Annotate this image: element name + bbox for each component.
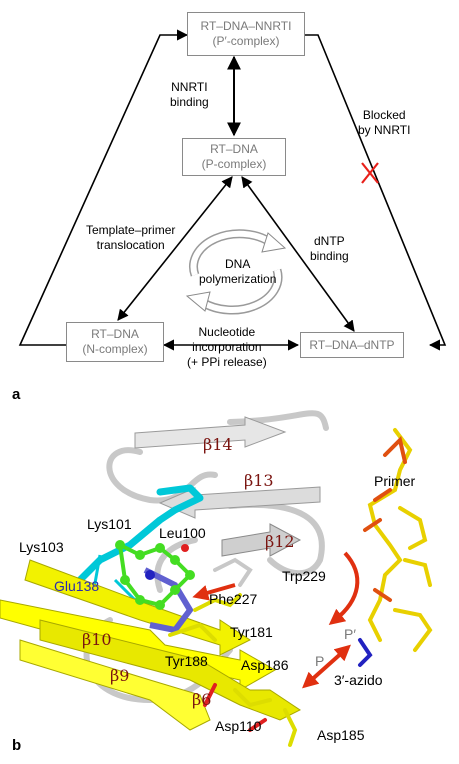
translocation-line1: Template–primer — [86, 223, 176, 237]
red-arrows — [192, 551, 360, 689]
beta10-label: β10 — [82, 630, 112, 649]
blocked-label: Blocked by NNRTI — [358, 108, 410, 138]
dntp-binding-label: dNTP binding — [310, 234, 349, 264]
blocked-line1: Blocked — [362, 108, 406, 122]
dntp-binding-line2: binding — [310, 249, 349, 263]
outer-left-line — [18, 29, 189, 346]
asp186-label: Asp186 — [241, 657, 289, 673]
beta6-label: β6 — [192, 690, 212, 709]
p-prime-complex-box: RT–DNA–NNRTI (P′-complex) — [187, 12, 305, 56]
tyr181-label: Tyr181 — [230, 624, 273, 640]
p-prime-complex-line1: RT–DNA–NNRTI — [200, 19, 292, 33]
beta14-sheet — [134, 416, 287, 449]
nnrti-binding-line2: binding — [170, 95, 209, 109]
azido-label: 3′-azido — [334, 672, 383, 688]
nnrti-binding-label: NNRTI binding — [170, 80, 209, 110]
panel-a-label: a — [12, 386, 21, 403]
nnrti-ligand — [115, 540, 195, 610]
translocation-line2: translocation — [96, 238, 165, 252]
asp185-label: Asp185 — [317, 727, 365, 743]
p-complex-line1: RT–DNA — [210, 142, 258, 156]
lys103-label: Lys103 — [19, 539, 64, 555]
leu100-label: Leu100 — [159, 525, 206, 541]
incorporation-label: Nucleotide incorporation (+ PPi release) — [187, 325, 267, 370]
blocked-x-mark — [361, 162, 379, 184]
beta12-label: β12 — [265, 532, 295, 551]
incorporation-line3: (+ PPi release) — [187, 355, 267, 369]
dntp-binding-line1: dNTP — [314, 234, 345, 248]
beta13-label: β13 — [244, 471, 274, 490]
panel-b-label: b — [12, 737, 22, 754]
trp229-label: Trp229 — [282, 568, 326, 584]
primer-dna — [358, 428, 433, 667]
nnrti-binding-line1: NNRTI — [171, 80, 208, 94]
n-complex-line2: (N-complex) — [82, 342, 148, 356]
primer-label: Primer — [374, 473, 416, 489]
p-complex-box: RT–DNA (P-complex) — [182, 138, 286, 176]
dntp-complex-box: RT–DNA–dNTP — [300, 332, 404, 358]
p-complex-line2: (P-complex) — [201, 157, 267, 171]
translocation-label: Template–primer translocation — [86, 223, 175, 253]
p-prime-label: P′ — [344, 626, 356, 642]
side-chains — [168, 557, 298, 747]
tyr188-label: Tyr188 — [165, 653, 208, 669]
cycle-line2: polymerization — [199, 272, 277, 286]
beta12-sheet — [221, 523, 302, 557]
asp110-label: Asp110 — [215, 718, 262, 734]
dntp-binding-arrow — [241, 176, 355, 332]
outer-right-line — [305, 34, 447, 351]
cycle-line1: DNA — [225, 257, 251, 271]
cyan-helix — [76, 484, 204, 584]
lys101-label: Lys101 — [87, 516, 132, 532]
p-prime-complex-line2: (P′-complex) — [212, 34, 280, 48]
polymerization-cycle-icon — [185, 229, 287, 315]
dntp-complex-line1: RT–DNA–dNTP — [309, 338, 395, 352]
phe227-label: Phe227 — [209, 591, 258, 607]
cycle-label: DNA polymerization — [199, 257, 276, 287]
glu138-label: Glu138 — [54, 578, 100, 594]
incorporation-line2: incorporation — [192, 340, 262, 354]
beta14-label: β14 — [203, 435, 233, 454]
panel-a-diagram — [18, 29, 447, 351]
translocation-arrow — [117, 176, 233, 321]
incorporation-line1: Nucleotide — [198, 325, 256, 339]
beta9-label: β9 — [110, 666, 130, 685]
p-label: P — [315, 653, 325, 669]
blue-coil — [143, 567, 194, 634]
blocked-line2: by NNRTI — [358, 123, 411, 137]
n-complex-box: RT–DNA (N-complex) — [66, 322, 164, 362]
n-complex-line1: RT–DNA — [91, 327, 139, 341]
